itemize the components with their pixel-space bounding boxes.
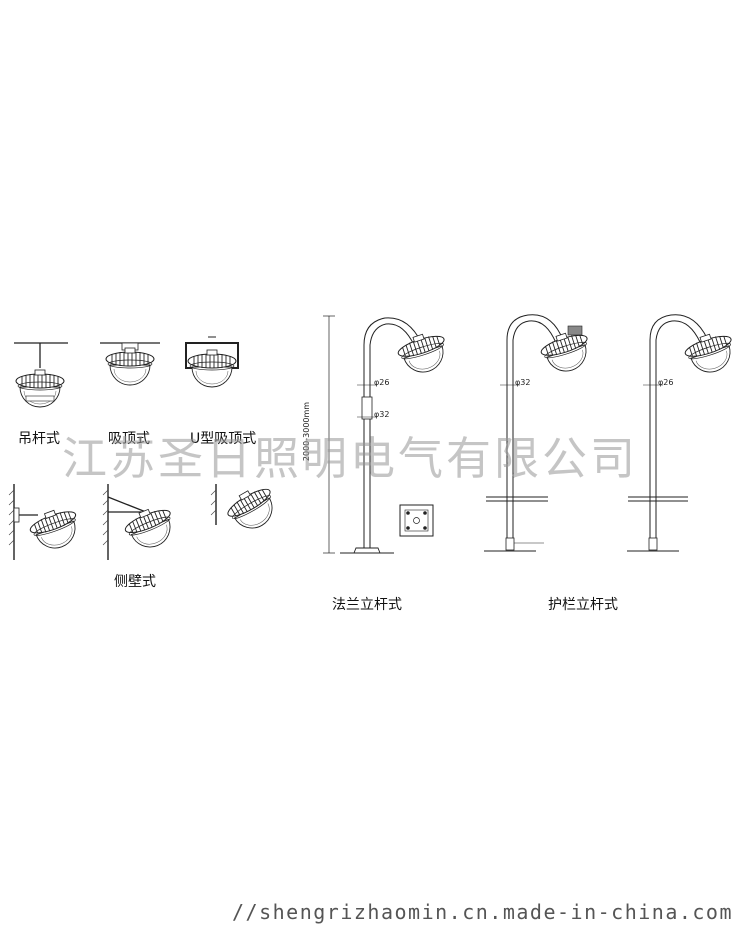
label-guardrail-pole: 护栏立杆式 <box>548 597 618 613</box>
dimension-dia-26-guardrail: φ26 <box>658 378 674 387</box>
side-wall-lamp-drawing-1 <box>8 484 85 560</box>
footer-url: //shengrizhaomin.cn.made-in-china.com <box>232 900 734 924</box>
company-watermark: 江苏圣日照明电气有限公司 <box>62 432 639 485</box>
dimension-dia-32-guardrail: φ32 <box>515 378 531 387</box>
label-ceiling: 吸顶式 <box>108 431 150 447</box>
pendant-rod-lamp-drawing <box>14 342 68 408</box>
label-u-ceiling: U型吸顶式 <box>190 431 257 447</box>
u-ceiling-lamp-drawing <box>185 336 239 388</box>
side-wall-lamp-drawing-3 <box>210 480 284 538</box>
label-pendant-rod: 吊杆式 <box>18 431 60 447</box>
guardrail-pole-drawing-2 <box>627 314 740 552</box>
flange-pole-drawing <box>323 315 453 554</box>
guardrail-pole-drawing-1 <box>484 314 596 552</box>
label-side-wall: 侧壁式 <box>114 574 156 590</box>
side-wall-lamp-drawing-2 <box>102 484 181 560</box>
ceiling-lamp-drawing <box>100 342 160 386</box>
dimension-dia-26-flange: φ26 <box>374 378 390 387</box>
label-flange-pole: 法兰立杆式 <box>332 597 402 613</box>
dimension-dia-32-flange: φ32 <box>374 410 390 419</box>
